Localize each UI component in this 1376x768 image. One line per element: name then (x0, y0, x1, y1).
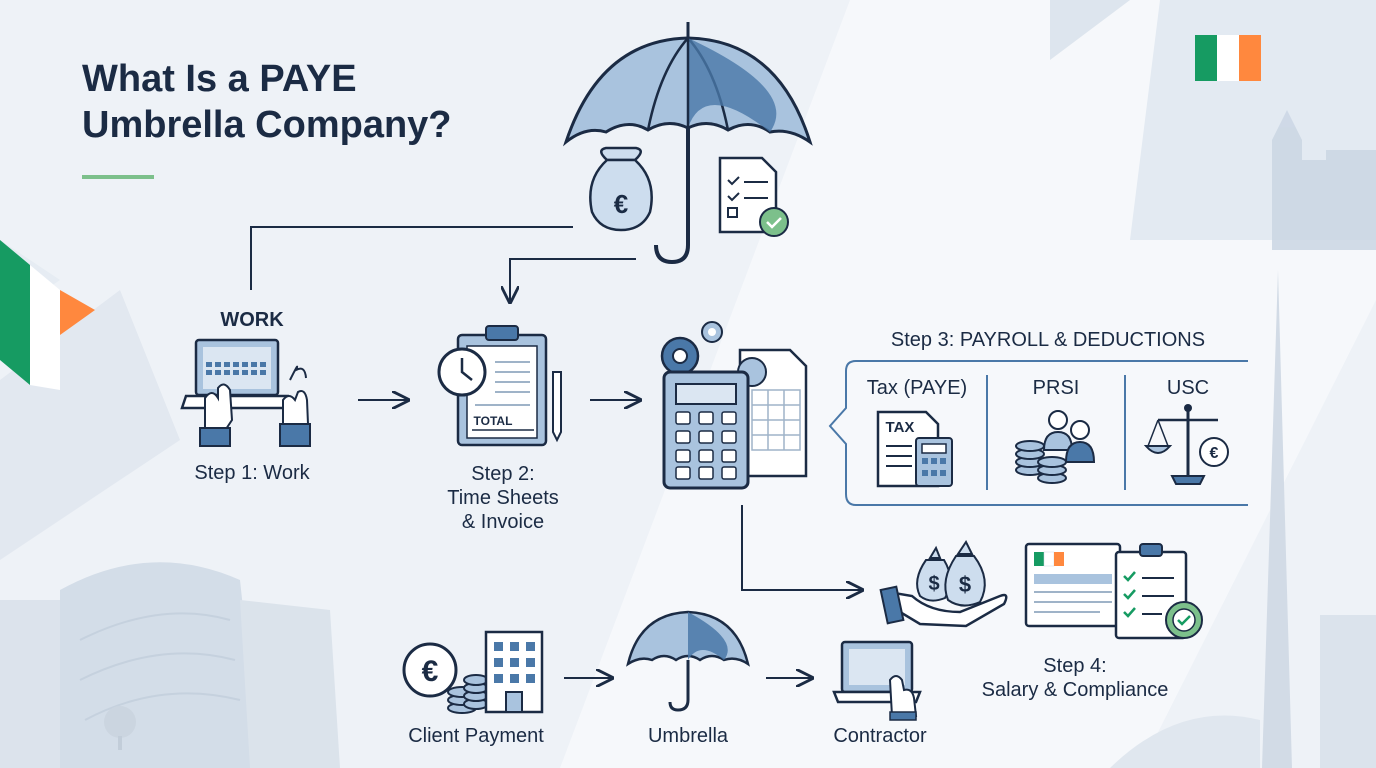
calculator-gears-icon (660, 321, 808, 490)
work-label: WORK (220, 309, 284, 331)
tax-icon-text: TAX (886, 419, 915, 436)
svg-text:€: € (1210, 445, 1219, 462)
step3-prsi-label: PRSI (1032, 377, 1080, 399)
tax-calculator-icon (876, 410, 953, 488)
step1-label: Step 1: Work (194, 462, 310, 484)
svg-text:$: $ (959, 572, 971, 597)
step3-title: Step 3: PAYROLL & DEDUCTIONS (890, 329, 1206, 351)
laptop-work-icon (180, 338, 311, 447)
contractor-label: Contractor (833, 725, 927, 747)
title-line-1: What Is a PAYE (82, 58, 357, 100)
title-underline (82, 175, 154, 179)
title-line-2: Umbrella Company? (82, 104, 452, 146)
client-payment-label: Client Payment (408, 725, 544, 747)
svg-text:$: $ (928, 573, 939, 595)
contractor-laptop-icon (832, 640, 922, 721)
umbrella-label: Umbrella (647, 725, 729, 747)
irish-flag-ribbon-icon (0, 240, 95, 390)
people-coins-icon (1015, 410, 1096, 484)
compliance-clipboard-icon (1114, 543, 1203, 640)
step2-line-2: Time Sheets (447, 487, 559, 509)
step4-line-1: Step 4: (1043, 655, 1107, 677)
step3-panel (828, 360, 1248, 506)
irish-flag-icon (1195, 35, 1261, 81)
clipboard-total-text: TOTAL (474, 414, 513, 428)
step2-label: Step 2: Time Sheets & Invoice (418, 462, 588, 534)
checklist-document-icon (718, 156, 789, 237)
big-umbrella-icon (562, 22, 813, 265)
page-title: What Is a PAYE Umbrella Company? (82, 56, 562, 148)
step2-line-1: Step 2: (471, 463, 535, 485)
salary-payment-icon: $ $ (879, 540, 1008, 628)
step3-tax-label: Tax (PAYE) (866, 377, 968, 399)
svg-text:€: € (614, 189, 628, 219)
scales-euro-icon: € (1143, 404, 1229, 485)
step2-line-3: & Invoice (461, 511, 545, 533)
step3-usc-label: USC (1166, 377, 1210, 399)
umbrella-icon (626, 610, 750, 712)
timesheet-clipboard-icon (437, 325, 562, 447)
svg-text:€: € (422, 655, 439, 688)
step4-line-2: Salary & Compliance (981, 679, 1169, 701)
euro-money-bag-icon: € (589, 146, 653, 232)
step4-label: Step 4: Salary & Compliance (955, 654, 1195, 702)
payslip-flag-icon (1024, 542, 1122, 628)
client-payment-icon: € (402, 630, 544, 714)
